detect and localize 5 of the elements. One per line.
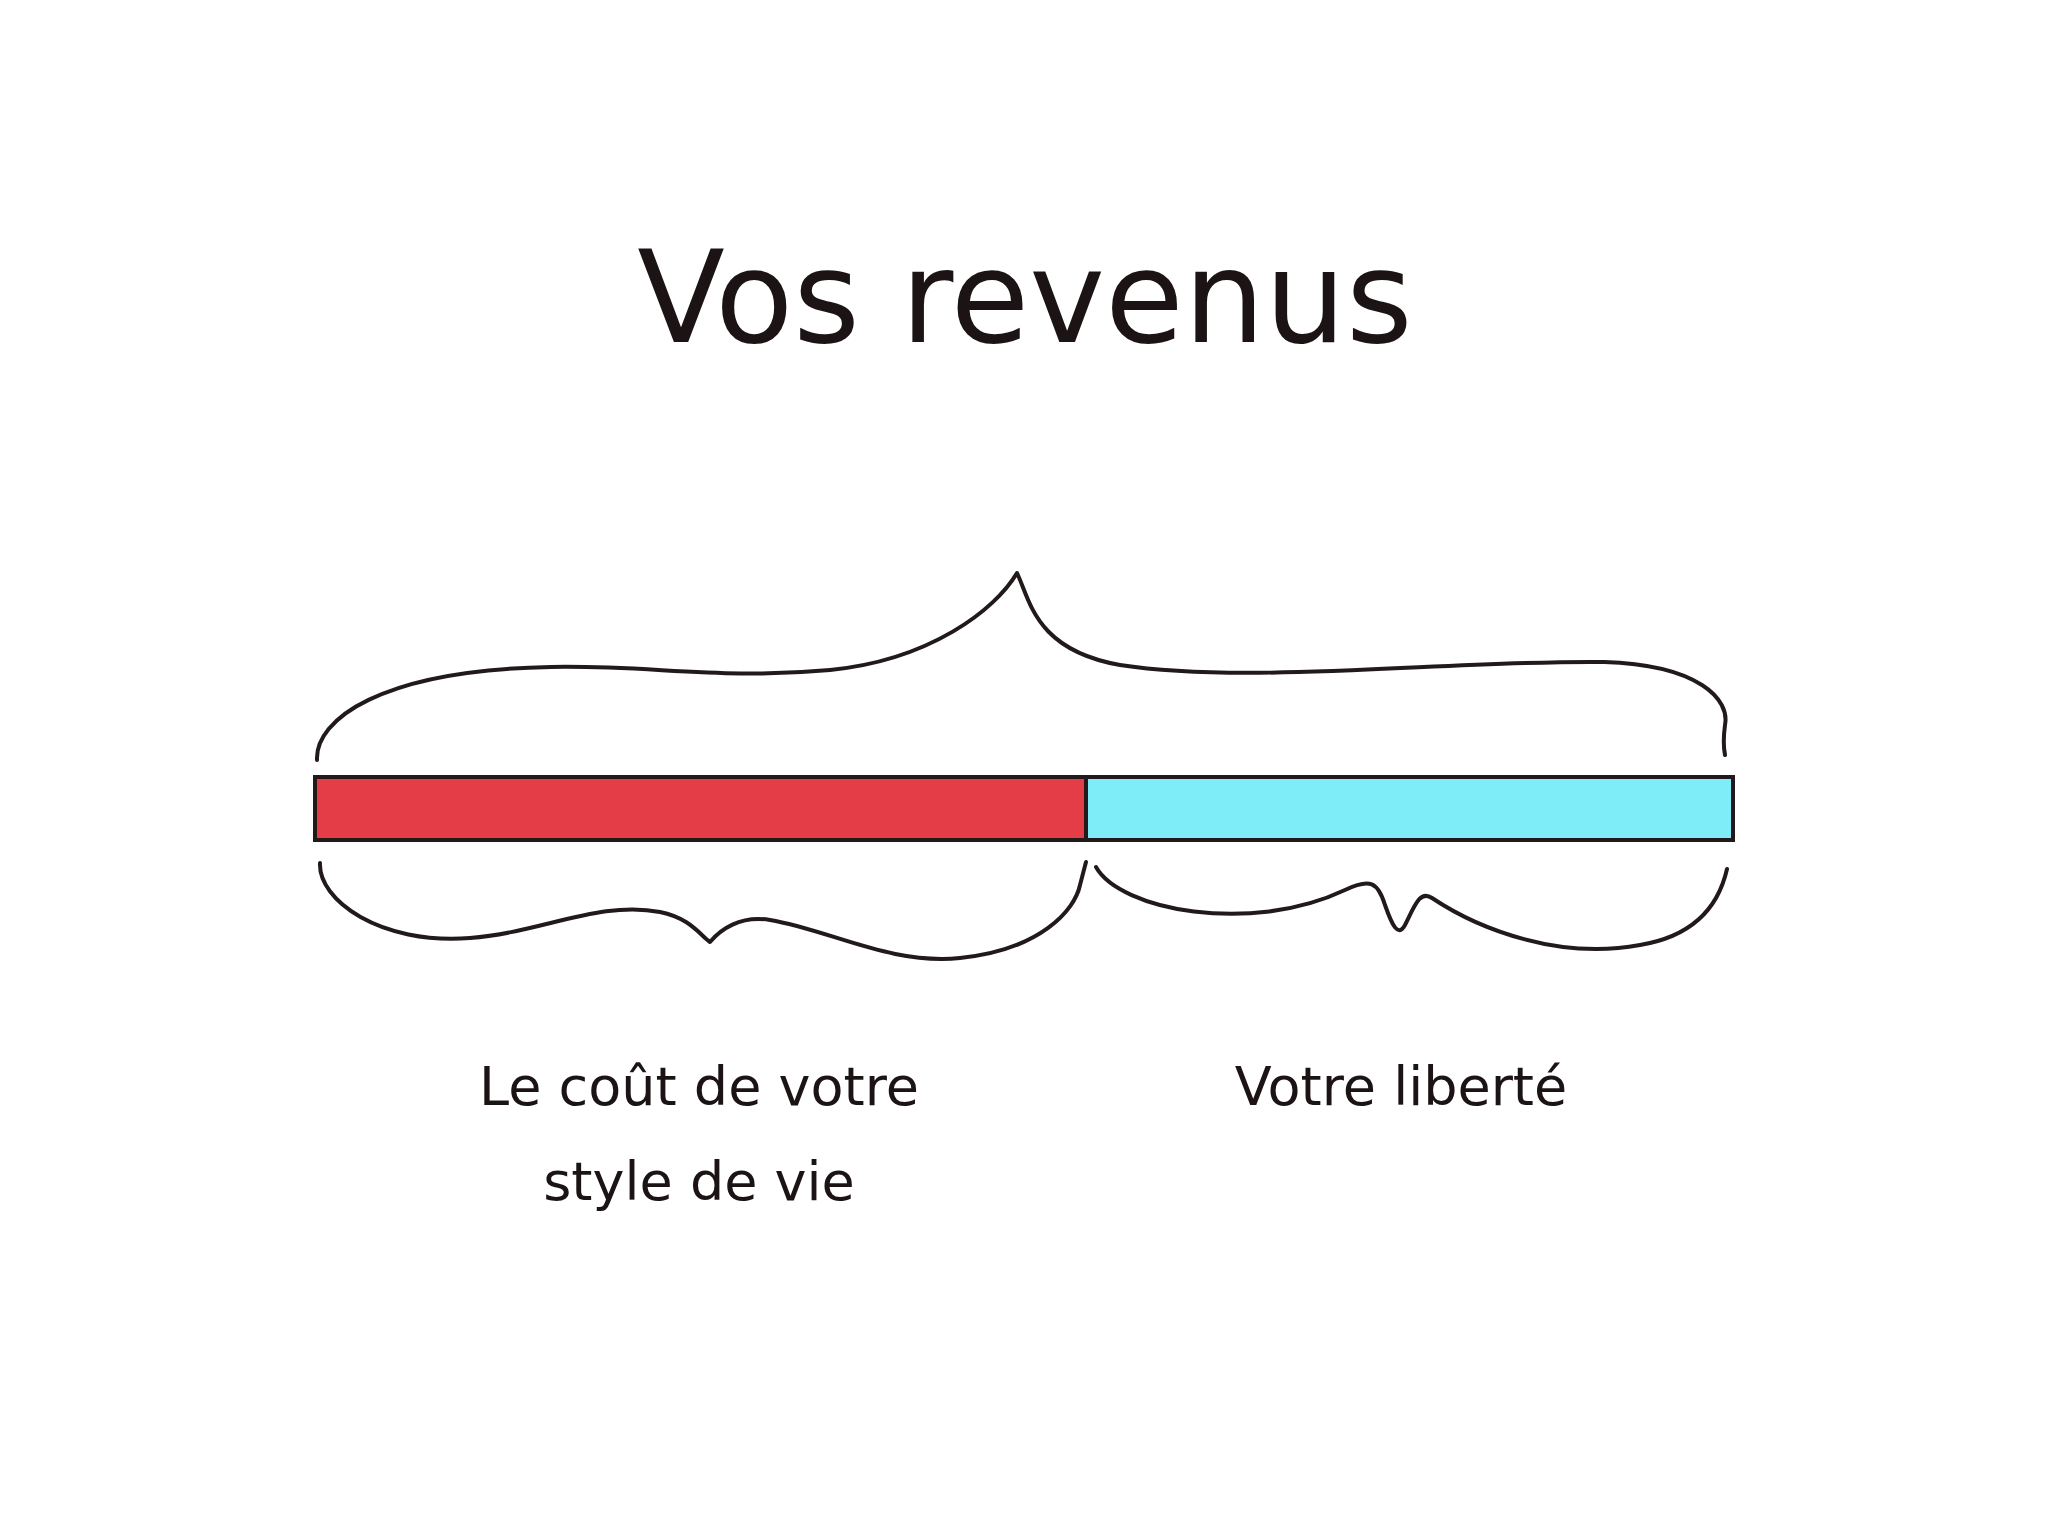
brace-label: Votre liberté — [1233, 1054, 1569, 1120]
brace-label: Le coût de votre style de vie — [478, 1054, 920, 1215]
bar-segment — [313, 775, 1088, 842]
title: Vos revenus — [637, 228, 1413, 369]
bar-segment — [1088, 775, 1735, 842]
